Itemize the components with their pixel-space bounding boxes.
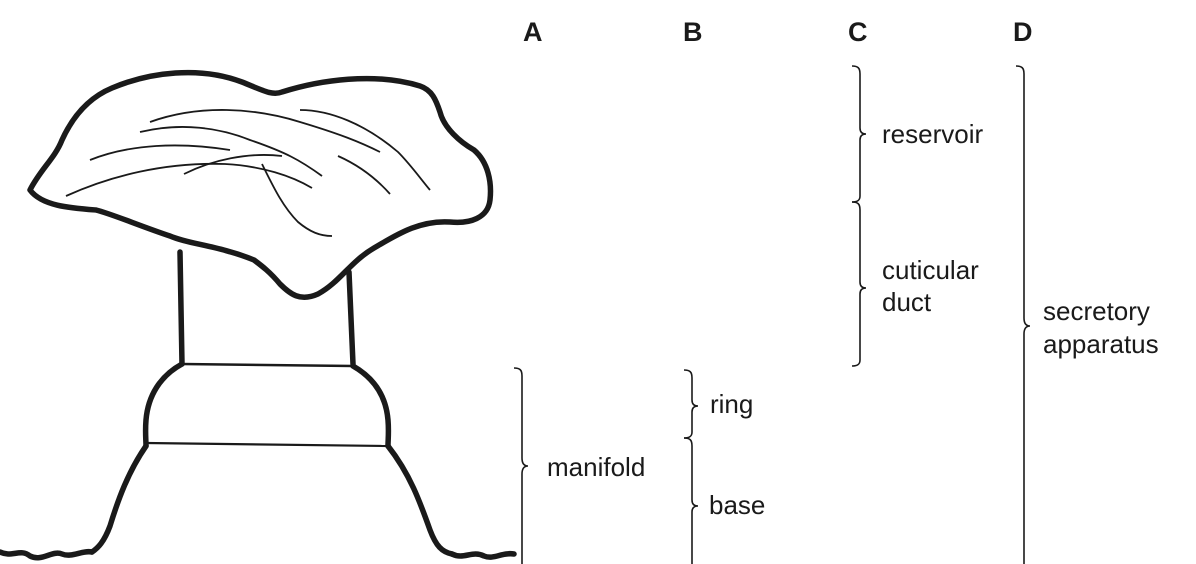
ring-outline: [142, 361, 392, 449]
bracket-base: [683, 437, 699, 564]
bracket-secretory-apparatus: [1015, 65, 1031, 564]
base-outline: [0, 443, 517, 561]
bracket-reservoir: [851, 65, 867, 203]
column-heading-a: A: [523, 17, 543, 47]
bracket-cuticular-duct: [851, 201, 867, 367]
label-base: base: [709, 490, 766, 520]
cuticular-duct-walls: [177, 249, 356, 368]
label-reservoir: reservoir: [882, 119, 984, 149]
column-heading-b: B: [683, 17, 703, 47]
label-cuticular-duct-line2: duct: [882, 287, 932, 317]
column-heading-d: D: [1013, 17, 1033, 47]
label-secretory-apparatus-line2: apparatus: [1043, 329, 1159, 359]
label-ring: ring: [710, 389, 754, 419]
label-cuticular-duct-line1: cuticular: [882, 255, 979, 285]
label-secretory-apparatus-line1: secretory: [1043, 296, 1150, 326]
column-heading-c: C: [848, 17, 868, 47]
label-manifold: manifold: [547, 452, 646, 482]
reservoir-cap-outline: [27, 69, 494, 300]
bracket-manifold: [513, 367, 529, 564]
cap-wrinkle-lines: [65, 109, 431, 237]
bracket-ring: [683, 369, 699, 439]
